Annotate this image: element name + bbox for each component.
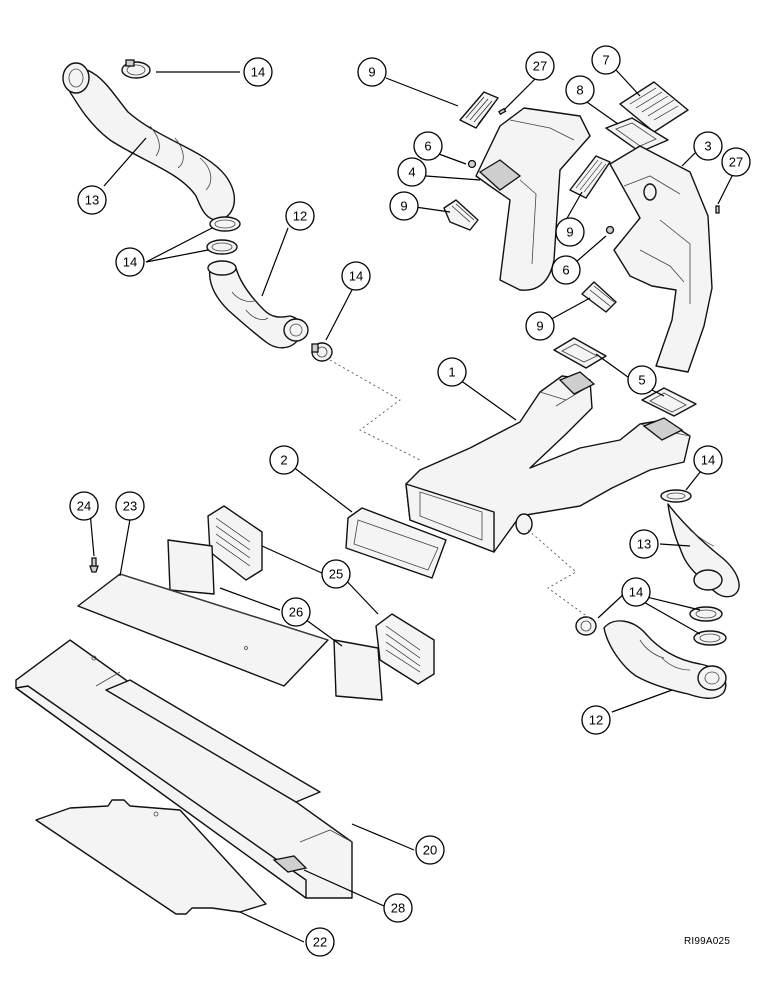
bracket-28 <box>272 855 308 873</box>
callout-25: 25 <box>329 567 343 582</box>
callout-24: 24 <box>77 499 91 514</box>
callout-9c: 9 <box>566 225 573 240</box>
callout-9b: 9 <box>400 199 407 214</box>
callout-27a: 27 <box>533 59 547 74</box>
vent-25-lower <box>375 613 435 685</box>
callout-3: 3 <box>704 139 711 154</box>
vent-9-top <box>459 91 499 129</box>
callout-4: 4 <box>408 165 415 180</box>
callout-bubbles: 14 13 14 12 14 9 27 7 8 6 3 27 4 9 9 6 9 <box>69 45 751 957</box>
leader-lines <box>89 69 735 943</box>
cover-26-lower <box>333 639 383 701</box>
callout-22: 22 <box>313 935 327 950</box>
callout-1: 1 <box>448 365 455 380</box>
panel-23 <box>77 573 329 687</box>
hose-12-upper <box>207 260 309 349</box>
clip-6-right <box>605 225 615 235</box>
callout-8: 8 <box>576 83 583 98</box>
callout-27b: 27 <box>729 155 743 170</box>
callout-14c: 14 <box>349 269 363 284</box>
drawing-reference-code: RI99A025 <box>684 936 731 947</box>
callout-20: 20 <box>423 843 437 858</box>
vent-9-mid <box>569 155 611 199</box>
callout-14e: 14 <box>629 585 643 600</box>
mat-22 <box>35 799 267 915</box>
clamps-14-left-pair <box>206 216 241 255</box>
duct-3-right <box>609 145 713 373</box>
clip-6-left <box>467 159 477 169</box>
callout-9a: 9 <box>368 65 375 80</box>
clamp-14-right-upper <box>660 489 692 503</box>
callout-5: 5 <box>638 373 645 388</box>
hose-13-right <box>667 503 740 598</box>
callout-13a: 13 <box>85 193 99 208</box>
screw-27-right <box>715 205 720 214</box>
gasket-8 <box>605 117 669 153</box>
callout-6b: 6 <box>562 263 569 278</box>
clamp-14-top <box>121 59 151 79</box>
duct-4-left <box>475 107 591 291</box>
screw-24 <box>89 557 99 573</box>
clamps-14-right <box>575 606 727 646</box>
callout-9d: 9 <box>536 319 543 334</box>
hose-12-lower <box>603 620 727 699</box>
callout-14d: 14 <box>701 453 715 468</box>
callout-2: 2 <box>280 453 287 468</box>
callout-6a: 6 <box>424 139 431 154</box>
callout-23: 23 <box>123 499 137 514</box>
callout-14b: 14 <box>123 255 137 270</box>
callout-28: 28 <box>391 901 405 916</box>
callout-7: 7 <box>602 53 609 68</box>
cover-26-upper <box>167 539 215 595</box>
main-duct-1 <box>405 371 691 553</box>
frame-2 <box>345 507 447 579</box>
hose-13-upper <box>62 62 235 221</box>
vent-25-upper <box>207 505 263 581</box>
clamp-14-mid <box>311 342 333 362</box>
callout-13b: 13 <box>637 537 651 552</box>
housing-20 <box>15 639 353 899</box>
vent-9-low <box>581 281 617 313</box>
callout-14a: 14 <box>251 65 265 80</box>
assembly-line-right <box>527 529 593 621</box>
callout-26: 26 <box>289 605 303 620</box>
gasket-5 <box>553 337 697 417</box>
grille-7 <box>619 81 689 133</box>
callout-12b: 12 <box>589 713 603 728</box>
callout-12a: 12 <box>293 209 307 224</box>
assembly-line-left <box>329 359 421 461</box>
vent-9-left <box>443 199 479 231</box>
